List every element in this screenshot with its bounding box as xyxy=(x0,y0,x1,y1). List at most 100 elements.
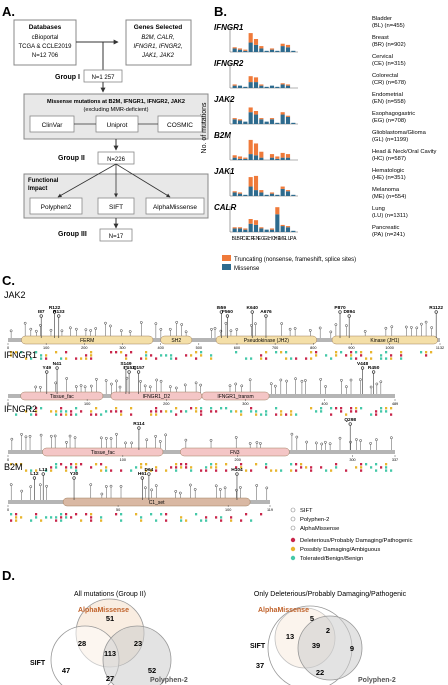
prediction-cell xyxy=(235,466,238,469)
position-tick-label: 100 xyxy=(84,402,90,406)
cancer-abbr-n: (LU) (n=1311) xyxy=(372,213,408,219)
prediction-cell xyxy=(105,469,108,472)
mutation-head xyxy=(155,378,158,382)
prediction-cell xyxy=(260,354,263,357)
position-tick-label: 500 xyxy=(196,346,202,350)
prediction-cell xyxy=(370,466,373,469)
venn-left-a-s: 28 xyxy=(78,639,86,648)
prediction-cell xyxy=(180,410,183,413)
prediction-cell xyxy=(210,466,213,469)
venn-left-sift-label: SIFT xyxy=(30,660,46,667)
prediction-cell xyxy=(185,519,188,522)
labeled-mutation-head xyxy=(136,370,141,374)
prediction-cell xyxy=(160,410,163,413)
bar-truncating xyxy=(248,33,253,43)
prediction-cell xyxy=(190,466,193,469)
bar-missense xyxy=(232,119,237,124)
prediction-cell xyxy=(310,466,313,469)
prediction-cell xyxy=(15,463,18,466)
bar-missense xyxy=(269,49,275,52)
mutation-head xyxy=(110,382,113,386)
venn-left-title: All mutations (Group II) xyxy=(74,591,146,598)
legend-tolerated-dot xyxy=(290,555,296,561)
bar-missense xyxy=(280,157,285,160)
prediction-cell xyxy=(370,357,373,360)
prediction-cell xyxy=(175,469,178,472)
prediction-cell xyxy=(70,463,73,466)
labeled-mutation-head xyxy=(219,310,223,314)
domain-label: FN3 xyxy=(230,450,240,456)
bar-truncating xyxy=(275,156,280,159)
prediction-cell xyxy=(180,466,183,469)
labeled-mutation-head xyxy=(45,370,49,374)
prediction-cell xyxy=(390,407,393,410)
venn-right-sift-label: SIFT xyxy=(250,643,266,650)
bar-missense xyxy=(232,48,237,52)
prediction-cell xyxy=(260,357,263,360)
prediction-cell xyxy=(210,357,213,360)
bar-truncating xyxy=(285,44,291,48)
prediction-cell xyxy=(220,516,223,519)
prediction-cell xyxy=(285,351,288,354)
prediction-cell xyxy=(200,407,203,410)
position-tick-label: 600 xyxy=(234,346,240,350)
prediction-cell xyxy=(135,466,138,469)
bar-truncating xyxy=(280,224,285,227)
mutation-head xyxy=(128,330,132,333)
legend-truncating-swatch xyxy=(222,255,231,261)
position-tick-label: 400 xyxy=(157,346,163,350)
mutation-head xyxy=(148,385,152,389)
prediction-cell xyxy=(200,410,203,413)
prediction-cell xyxy=(195,351,198,354)
prediction-cell xyxy=(310,469,313,472)
prediction-cell xyxy=(220,519,223,522)
bar-truncating xyxy=(237,227,243,229)
prediction-cell xyxy=(325,469,328,472)
prediction-cell xyxy=(375,413,378,416)
mutation-head xyxy=(20,489,24,493)
prediction-cell xyxy=(165,354,168,357)
prediction-cell xyxy=(295,469,298,472)
cancer-name: Glioblastoma/Glioma xyxy=(372,130,427,136)
mutation-head xyxy=(154,434,157,438)
prediction-cell xyxy=(285,413,288,416)
mutation-head xyxy=(178,491,182,495)
bar-missense xyxy=(280,188,285,196)
prediction-cell xyxy=(225,407,228,410)
prediction-cell xyxy=(350,410,353,413)
mutation-head xyxy=(45,484,48,488)
bar-truncating xyxy=(259,190,264,193)
prediction-cell xyxy=(55,519,58,522)
prediction-cell xyxy=(65,513,68,516)
bar-missense xyxy=(285,85,291,88)
mutation-head xyxy=(184,438,188,442)
bar-truncating xyxy=(285,226,291,228)
venn-left-s-p: 27 xyxy=(106,674,114,683)
prediction-cell xyxy=(105,466,108,469)
prediction-cell xyxy=(170,357,173,360)
mutation-head xyxy=(259,442,262,445)
mutation-head xyxy=(254,322,257,326)
mutation-head xyxy=(68,434,72,438)
bar-missense xyxy=(285,191,291,196)
prediction-cell xyxy=(75,357,78,360)
prediction-cell xyxy=(80,463,83,466)
prediction-cell xyxy=(70,410,73,413)
cosmic-label: COSMIC xyxy=(167,122,193,129)
mutation-head xyxy=(209,438,213,442)
mutation-head xyxy=(228,384,232,388)
prediction-cell xyxy=(180,519,183,522)
prediction-cell xyxy=(95,463,98,466)
prediction-cell xyxy=(140,463,143,466)
polyphen-label: Polyphen2 xyxy=(41,204,72,211)
prediction-cell xyxy=(345,354,348,357)
prediction-cell xyxy=(90,466,93,469)
mutation-head xyxy=(74,385,78,388)
prediction-cell xyxy=(65,410,68,413)
prediction-cell xyxy=(350,354,353,357)
mutation-head xyxy=(139,321,143,324)
genes-line-2: IFNGR1, IFNGR2, xyxy=(133,44,182,50)
bar-truncating xyxy=(285,190,291,192)
residue-label: I559 xyxy=(217,305,227,311)
mutation-head xyxy=(359,439,362,442)
